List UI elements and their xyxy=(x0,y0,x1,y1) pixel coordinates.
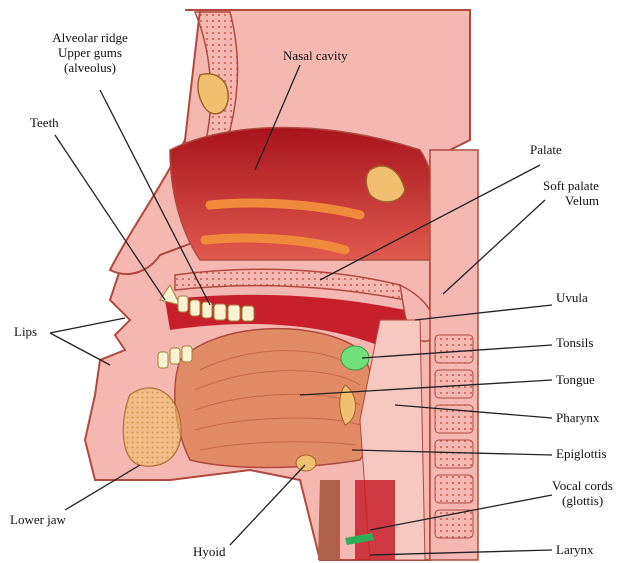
label-larynx: Larynx xyxy=(556,542,594,557)
pointer-hyoid xyxy=(230,465,305,545)
pointer-lips-upper xyxy=(50,318,125,333)
label-lower-jaw: Lower jaw xyxy=(10,512,66,527)
larynx xyxy=(355,480,395,560)
label-vocal-cords: Vocal cords (glottis) xyxy=(552,478,613,508)
label-teeth: Teeth xyxy=(30,115,59,130)
label-line: (alveolus) xyxy=(35,60,145,75)
label-uvula: Uvula xyxy=(556,290,588,305)
label-line: Alveolar ridge xyxy=(35,30,145,45)
label-line: (glottis) xyxy=(552,493,613,508)
label-lips: Lips xyxy=(14,324,37,339)
label-line: Upper gums xyxy=(35,45,145,60)
esophagus xyxy=(318,480,340,560)
label-soft-palate: Soft palate Velum xyxy=(543,178,599,208)
label-palate: Palate xyxy=(530,142,562,157)
label-alveolar-ridge: Alveolar ridge Upper gums (alveolus) xyxy=(35,30,145,75)
label-nasal-cavity: Nasal cavity xyxy=(283,48,348,63)
label-line: Soft palate xyxy=(543,178,599,193)
hyoid-bone xyxy=(296,455,316,471)
label-line: Vocal cords xyxy=(552,478,613,493)
label-hyoid: Hyoid xyxy=(193,544,226,559)
label-tongue: Tongue xyxy=(556,372,595,387)
pointer-lips-lower xyxy=(50,333,110,365)
label-tonsils: Tonsils xyxy=(556,335,593,350)
label-line: Velum xyxy=(543,193,599,208)
label-epiglottis: Epiglottis xyxy=(556,446,607,461)
label-pharynx: Pharynx xyxy=(556,410,599,425)
spine xyxy=(430,150,478,560)
